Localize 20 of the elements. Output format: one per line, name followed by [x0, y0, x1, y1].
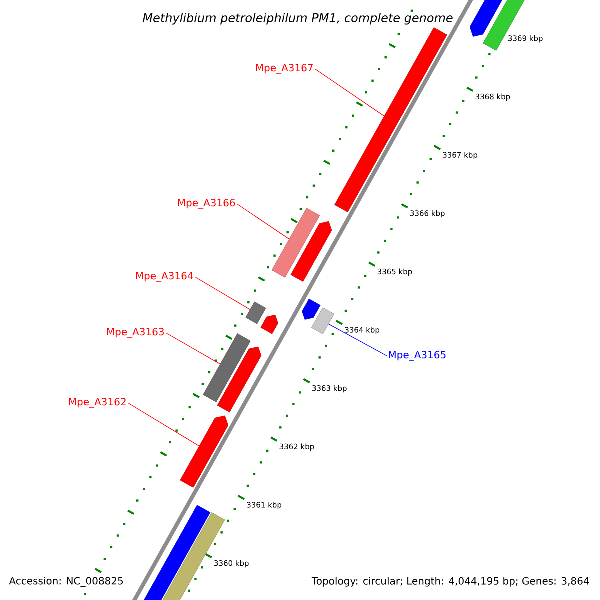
- genome-info-text: Topology: circular; Length: 4,044,195 bp; Genes: 3,864: [310, 576, 591, 588]
- leader-line: [236, 204, 290, 240]
- gene-label: Mpe_A3164: [136, 272, 194, 282]
- leader-line: [328, 324, 388, 356]
- title: Methylibium petroleiphilum PM1, complete genome: [142, 12, 454, 26]
- gene-label: Mpe_A3163: [107, 328, 164, 338]
- gene-feature: [246, 302, 266, 324]
- leader-line: [128, 402, 200, 447]
- leader-line: [166, 332, 221, 365]
- gene-feature: [272, 208, 320, 278]
- gene-feature: [203, 334, 251, 402]
- leader-line: [194, 276, 251, 310]
- gene-label: Mpe_A3162: [69, 398, 126, 408]
- gene-label: Mpe_A3165: [389, 351, 446, 361]
- gene-feature: [312, 308, 334, 334]
- gene-feature: [180, 416, 229, 488]
- gene-label: Mpe_A3166: [178, 199, 236, 209]
- accession-text: Accession: NC_008825: [8, 576, 125, 588]
- leader-line: [314, 68, 385, 117]
- gene-label: Mpe_A3167: [256, 64, 313, 74]
